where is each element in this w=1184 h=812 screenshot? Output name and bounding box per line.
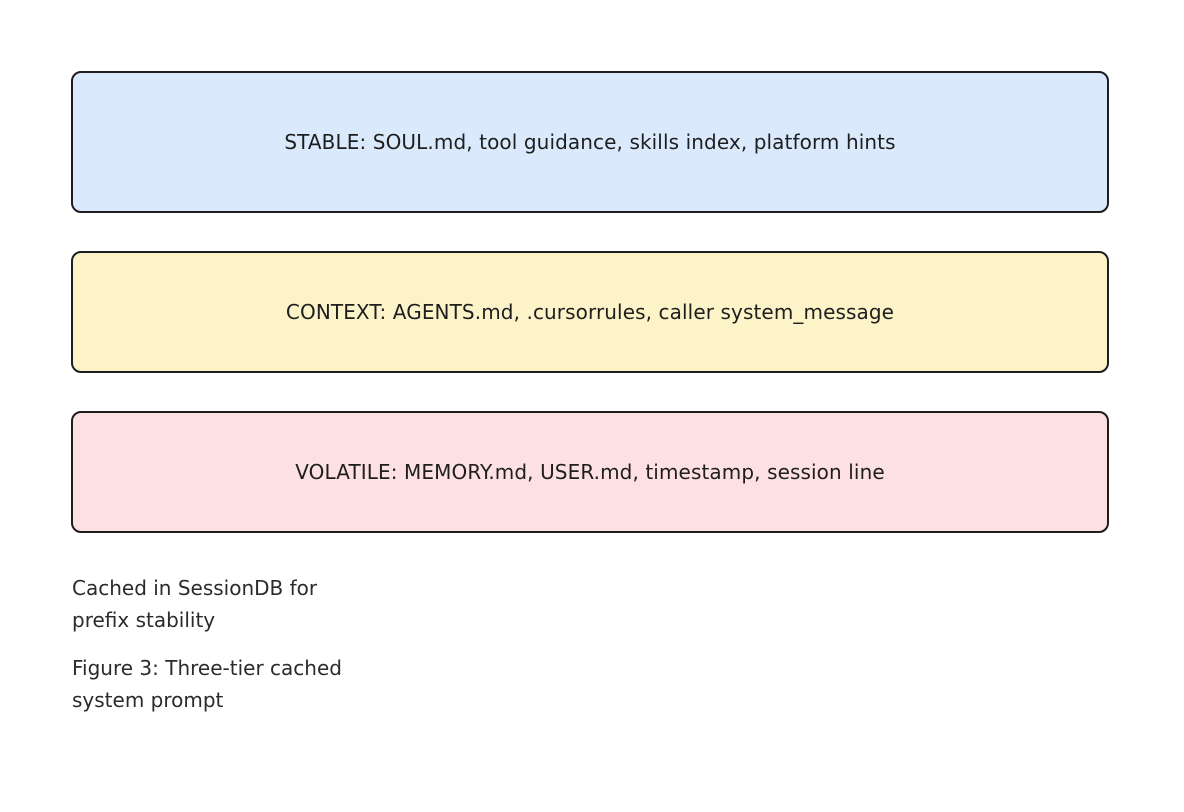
stable-tier-box: STABLE: SOUL.md, tool guidance, skills i… (71, 71, 1109, 213)
volatile-tier-box: VOLATILE: MEMORY.md, USER.md, timestamp,… (71, 411, 1109, 533)
context-tier-label: CONTEXT: AGENTS.md, .cursorrules, caller… (285, 300, 895, 324)
cache-note: Cached in SessionDB for prefix stability (72, 576, 318, 632)
volatile-tier-label: VOLATILE: MEMORY.md, USER.md, timestamp,… (295, 460, 885, 484)
context-tier-box: CONTEXT: AGENTS.md, .cursorrules, caller… (71, 251, 1109, 373)
figure-caption: Figure 3: Three-tier cached system promp… (72, 656, 342, 712)
stable-tier-label: STABLE: SOUL.md, tool guidance, skills i… (284, 130, 896, 154)
